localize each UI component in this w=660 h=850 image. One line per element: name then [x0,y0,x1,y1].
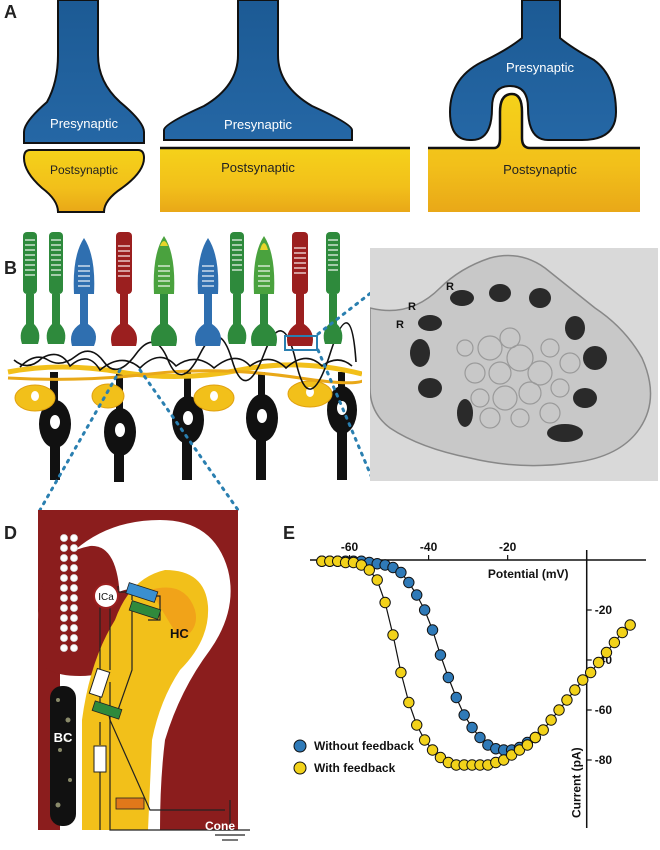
data-point [537,724,549,736]
x-axis-label: Potential (mV) [488,567,569,581]
postsynaptic-label-left: Postsynaptic [50,163,118,177]
legend-marker [293,739,307,753]
channel-green-top [128,600,162,620]
presynaptic-terminal-middle [163,0,353,141]
panel-letter-e: E [283,523,296,543]
data-point [561,694,573,706]
postsynaptic-label-right: Postsynaptic [503,162,577,177]
panel-letter-d: D [4,523,17,543]
data-point [418,734,431,746]
data-point [379,596,391,609]
presynaptic-terminal-left [23,0,145,144]
panel-a-diagram: Presynaptic Postsynaptic Presynaptic Pos… [22,0,640,213]
calcium-channel-blue [125,582,159,603]
panel-b-retina-diagram [7,232,362,482]
data-point [403,696,415,709]
data-point [403,576,415,589]
ica-current-marker [93,583,119,609]
hc-label: HC [170,626,189,641]
y-tick-label: -80 [595,753,613,767]
panel-letter-b: B [4,258,17,278]
channel-green-bottom [91,700,123,720]
data-point [569,684,581,696]
y-tick-label: -20 [595,603,613,617]
postsynaptic-label-middle: Postsynaptic [221,160,295,175]
data-point [411,719,423,731]
presynaptic-label-middle: Presynaptic [224,117,292,132]
data-point [592,656,605,669]
resistor-lower [93,745,107,773]
photoreceptors [20,232,343,346]
bipolar-cell-dendrite [50,686,76,826]
data-point [387,629,399,641]
cone-label: Cone [205,819,235,833]
series-line [321,560,536,751]
data-point [458,709,470,721]
data-point [426,624,439,636]
data-point [521,739,534,751]
data-point [624,619,636,631]
legend-label: Without feedback [314,739,414,753]
data-point [577,674,589,686]
data-point [553,704,565,716]
zoom-box-marker [284,335,318,351]
data-point [442,671,455,684]
data-point [371,574,383,586]
data-point [363,564,375,576]
panel-c-electron-micrograph: R R R [370,248,658,481]
data-point [395,566,407,579]
y-axis-label: Current (pA) [570,747,584,818]
bc-label: BC [54,730,73,745]
presynaptic-label-left: Presynaptic [50,116,118,131]
x-tick-label: -40 [420,540,438,554]
data-point [450,691,462,704]
x-tick-label: -60 [341,540,359,554]
data-point [395,666,407,679]
resistor-upper [88,667,111,698]
legend-label: With feedback [314,761,396,775]
data-point [418,604,431,616]
data-point [608,636,621,649]
ribbon-label-3: R [396,319,404,331]
postsynaptic-terminal-left [22,149,146,213]
legend-marker [293,761,307,775]
ica-label: ICa [98,592,114,603]
ribbon-synapses [410,284,607,442]
x-tick-label: -20 [499,540,517,554]
postsynaptic-terminal-middle [160,148,410,212]
data-point [545,714,557,726]
data-point [600,646,613,659]
synaptic-vesicles [60,534,78,652]
zoom-connector-lines [38,290,374,512]
data-point [529,731,542,744]
panel-e-iv-chart: -60-40-20-20-40-60-80 Without feedbackWi… [293,540,646,828]
ribbon-label-2: R [408,301,416,313]
data-point [426,744,439,756]
data-point [411,589,423,601]
horizontal-cell-dendrite [82,570,209,830]
panel-d-feedback-circuit: ICa HC BC Cone [38,510,250,841]
data-point [474,731,486,744]
data-point [434,649,447,661]
data-point [584,666,597,679]
postsynaptic-terminal-right [428,94,640,212]
panel-letter-a: A [4,2,17,22]
y-tick-label: -60 [595,703,613,717]
channel-orange [115,797,145,810]
presynaptic-label-right: Presynaptic [506,60,574,75]
data-point [616,626,628,639]
presynaptic-terminal-right [448,0,618,141]
data-point [466,721,478,734]
ribbon-label-1: R [446,281,454,293]
